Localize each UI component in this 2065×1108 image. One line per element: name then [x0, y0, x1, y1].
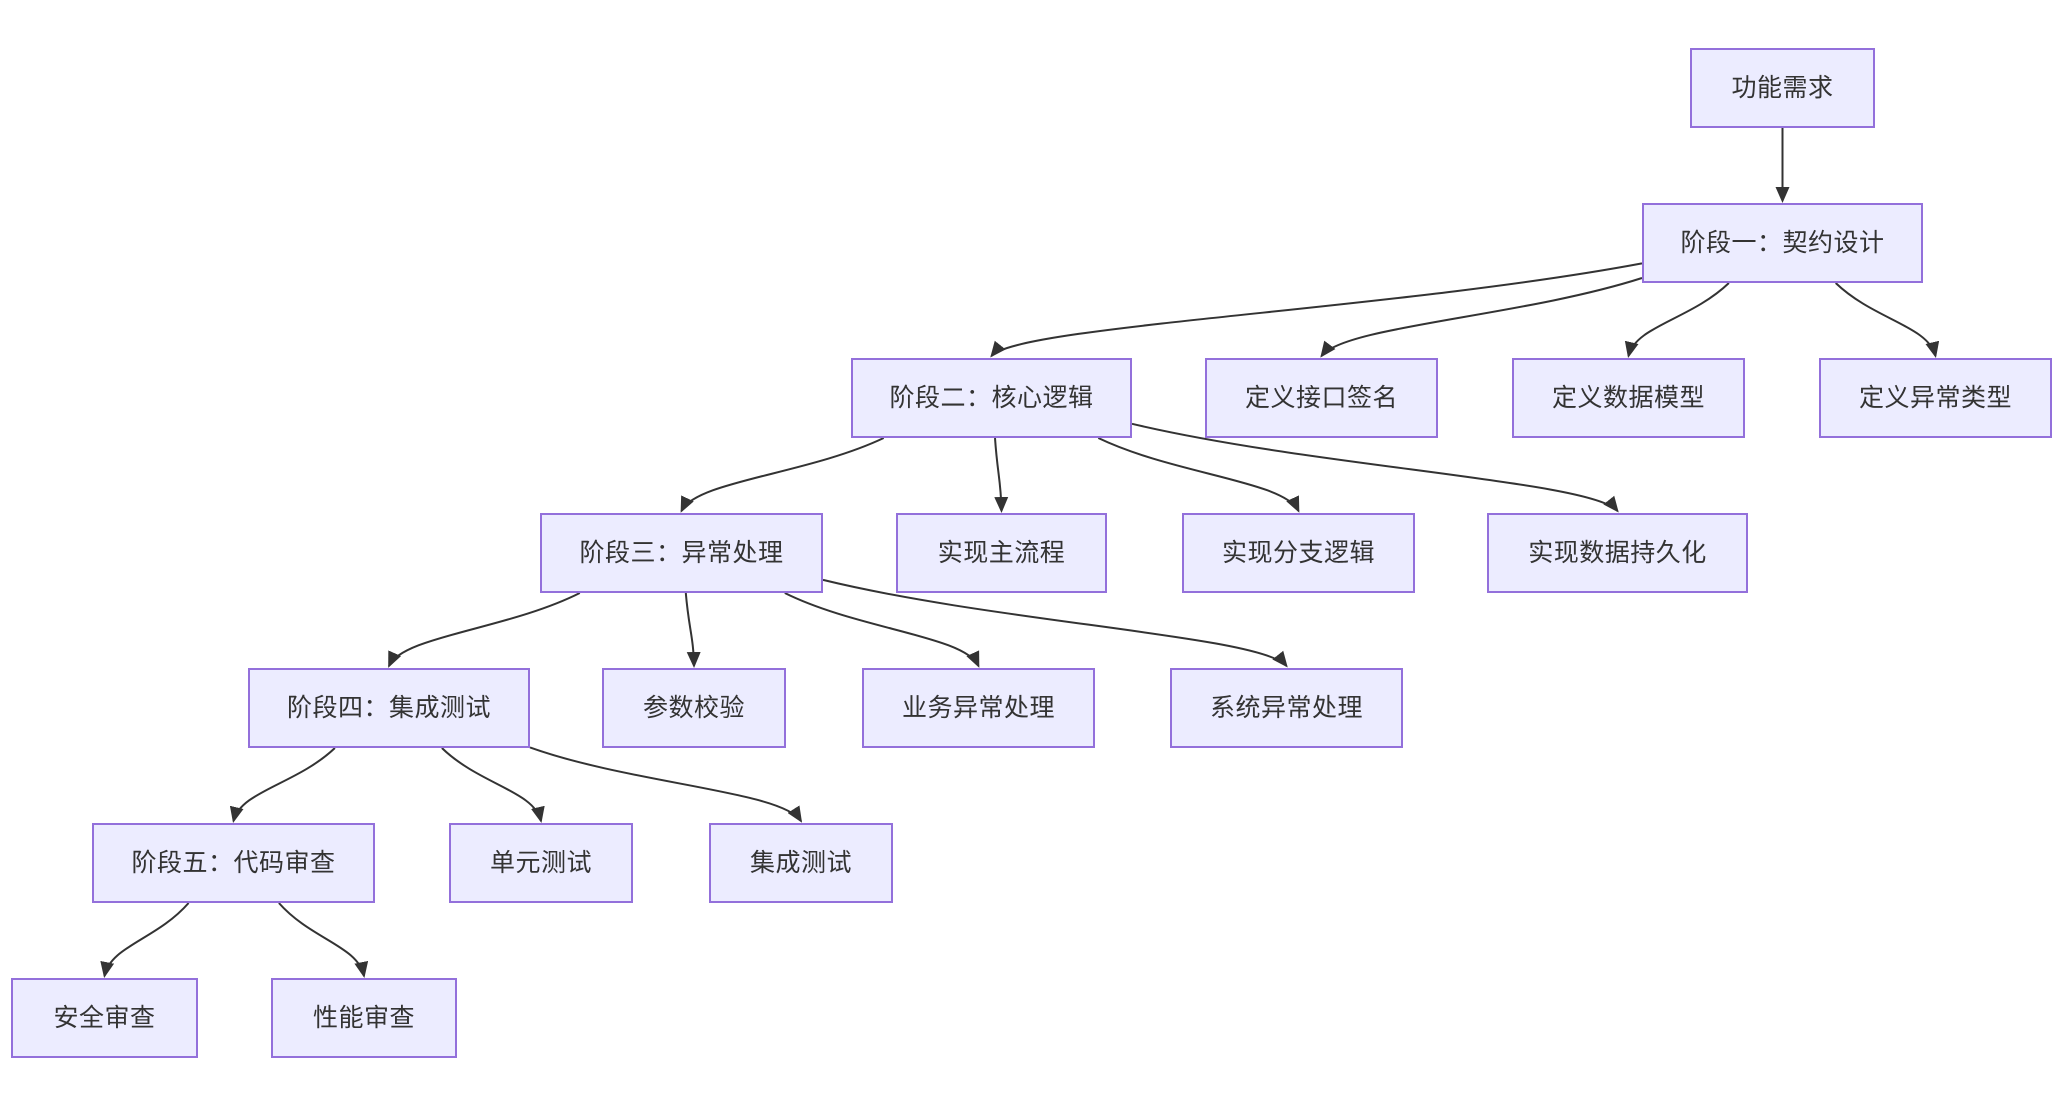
edge-phase2-core-logic-to-implement-branch-logic — [1097, 437, 1300, 513]
node-security-review: 安全审查 — [11, 978, 198, 1058]
edge-phase5-code-review-to-performance-review — [278, 902, 369, 978]
node-label: 实现数据持久化 — [1528, 538, 1707, 567]
node-define-data-model: 定义数据模型 — [1512, 358, 1745, 438]
node-label: 业务异常处理 — [901, 693, 1055, 722]
edge-phase3-exception-handling-to-phase4-integration-testing — [388, 592, 581, 668]
node-system-exception-handling: 系统异常处理 — [1170, 668, 1403, 748]
edge-phase2-core-logic-to-implement-main-flow — [994, 437, 1009, 513]
node-label: 定义异常类型 — [1858, 383, 2012, 412]
node-define-exception-types: 定义异常类型 — [1819, 358, 2052, 438]
edge-phase1-contract-design-to-define-data-model — [1624, 282, 1730, 358]
node-phase1-contract-design: 阶段一：契约设计 — [1642, 203, 1923, 283]
edge-phase3-exception-handling-to-system-exception-handling — [822, 578, 1288, 668]
node-label: 集成测试 — [749, 848, 852, 877]
node-label: 阶段三：异常处理 — [579, 538, 784, 567]
edge-phase1-contract-design-to-define-exception-types — [1835, 282, 1940, 358]
node-label: 阶段二：核心逻辑 — [889, 383, 1094, 412]
node-label: 性能审查 — [312, 1003, 415, 1032]
node-phase4-integration-testing: 阶段四：集成测试 — [248, 668, 530, 748]
edge-phase4-integration-testing-to-integration-testing — [529, 746, 803, 823]
node-performance-review: 性能审查 — [271, 978, 457, 1058]
node-label: 系统异常处理 — [1209, 693, 1363, 722]
node-label: 参数校验 — [642, 693, 745, 722]
edge-phase4-integration-testing-to-unit-testing — [441, 747, 545, 823]
node-label: 功能需求 — [1731, 73, 1834, 102]
node-business-exception-handling: 业务异常处理 — [862, 668, 1095, 748]
edge-phase3-exception-handling-to-parameter-validation — [684, 592, 701, 668]
node-label: 单元测试 — [489, 848, 592, 877]
node-phase2-core-logic: 阶段二：核心逻辑 — [851, 358, 1132, 438]
node-label: 阶段四：集成测试 — [286, 693, 491, 722]
node-label: 实现主流程 — [937, 538, 1066, 567]
edge-phase3-exception-handling-to-business-exception-handling — [784, 592, 980, 668]
node-phase5-code-review: 阶段五：代码审查 — [92, 823, 375, 903]
node-implement-branch-logic: 实现分支逻辑 — [1182, 513, 1415, 593]
node-label: 实现分支逻辑 — [1221, 538, 1375, 567]
node-label: 阶段五：代码审查 — [131, 848, 336, 877]
node-label: 阶段一：契约设计 — [1680, 228, 1885, 257]
node-define-interface-signature: 定义接口签名 — [1205, 358, 1438, 438]
node-implement-data-persistence: 实现数据持久化 — [1487, 513, 1748, 593]
edge-phase1-contract-design-to-phase2-core-logic — [990, 262, 1643, 358]
node-unit-testing: 单元测试 — [449, 823, 633, 903]
node-functional-requirements: 功能需求 — [1690, 48, 1875, 128]
node-implement-main-flow: 实现主流程 — [896, 513, 1107, 593]
node-label: 安全审查 — [53, 1003, 156, 1032]
edge-phase2-core-logic-to-implement-data-persistence — [1131, 422, 1619, 513]
node-parameter-validation: 参数校验 — [602, 668, 786, 748]
node-label: 定义数据模型 — [1551, 383, 1705, 412]
edge-phase5-code-review-to-security-review — [100, 902, 190, 978]
node-phase3-exception-handling: 阶段三：异常处理 — [540, 513, 823, 593]
node-label: 定义接口签名 — [1244, 383, 1398, 412]
edge-phase2-core-logic-to-phase3-exception-handling — [680, 437, 885, 513]
edge-phase1-contract-design-to-define-interface-signature — [1320, 277, 1643, 358]
node-integration-testing: 集成测试 — [709, 823, 893, 903]
flowchart-edges — [100, 128, 1940, 978]
edge-phase4-integration-testing-to-phase5-code-review — [229, 747, 336, 823]
